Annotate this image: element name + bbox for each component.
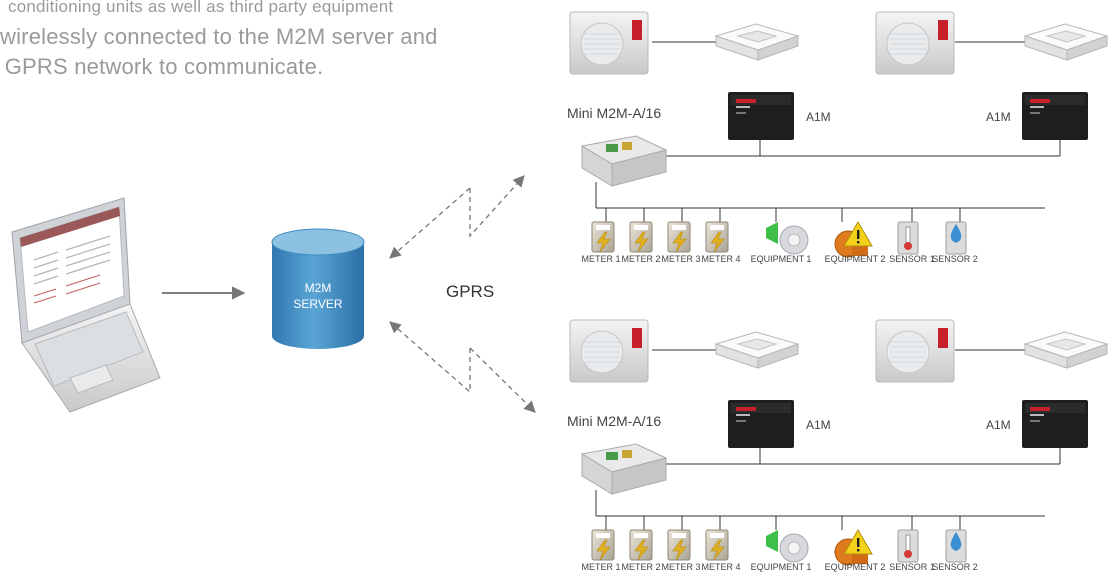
ceiling-cassette-icon (1023, 23, 1109, 61)
site-title: Mini M2M-A/16 (567, 105, 661, 121)
device-label: SENSOR 2 (932, 562, 978, 572)
site-2 (569, 319, 1109, 566)
m2m-server-icon (271, 228, 365, 349)
site-1 (569, 11, 1109, 258)
device-label: SENSOR 2 (932, 254, 978, 264)
device-label: EQUIPMENT 2 (825, 562, 886, 572)
a1m-controller-icon (728, 400, 794, 448)
ceiling-cassette-icon (714, 23, 800, 61)
m2m-panel-icon (580, 443, 668, 495)
a1m-controller-icon (1022, 92, 1088, 140)
server-label-line2: SERVER (293, 297, 342, 311)
outdoor-ac-unit-icon (875, 11, 955, 75)
ceiling-cassette-icon (1023, 331, 1109, 369)
sensor-1-icon (897, 529, 919, 563)
device-label: METER 4 (701, 254, 740, 264)
outdoor-ac-unit-icon (569, 319, 649, 383)
device-label: METER 2 (621, 562, 660, 572)
meter-4-icon (705, 529, 729, 561)
equipment-1-icon (766, 530, 809, 563)
server-label-line1: M2M (305, 281, 332, 295)
site-title: Mini M2M-A/16 (567, 413, 661, 429)
intro-line-2: wirelessly connected to the M2M server a… (0, 24, 438, 49)
a1m-controller-icon (1022, 400, 1088, 448)
device-label: METER 1 (581, 562, 620, 572)
device-label: METER 4 (701, 562, 740, 572)
equipment-2-icon (834, 221, 873, 258)
ceiling-cassette-icon (714, 331, 800, 369)
meter-1-icon (591, 221, 615, 253)
outdoor-ac-unit-icon (875, 319, 955, 383)
device-label: EQUIPMENT 2 (825, 254, 886, 264)
device-label: EQUIPMENT 1 (751, 254, 812, 264)
intro-line-3: e GPRS network to communicate. (0, 54, 324, 79)
device-label: METER 3 (661, 562, 700, 572)
meter-1-icon (591, 529, 615, 561)
meter-3-icon (667, 529, 691, 561)
device-label: METER 3 (661, 254, 700, 264)
meter-3-icon (667, 221, 691, 253)
a1m-controller-icon (728, 92, 794, 140)
intro-line-1: conditioning units as well as third part… (8, 0, 394, 16)
equipment-1-icon (766, 222, 809, 255)
sensor-2-icon (945, 529, 967, 563)
device-label: SENSOR 1 (889, 254, 935, 264)
device-label: SENSOR 1 (889, 562, 935, 572)
meter-2-icon (629, 529, 653, 561)
device-label: METER 1 (581, 254, 620, 264)
gprs-links (389, 175, 536, 413)
sensor-1-icon (897, 221, 919, 255)
controller-label: A1M (986, 418, 1011, 432)
m2m-panel-icon (580, 135, 668, 187)
meter-2-icon (629, 221, 653, 253)
controller-label: A1M (806, 110, 831, 124)
meter-4-icon (705, 221, 729, 253)
device-label: METER 2 (621, 254, 660, 264)
equipment-2-icon (834, 529, 873, 566)
outdoor-ac-unit-icon (569, 11, 649, 75)
controller-label: A1M (986, 110, 1011, 124)
controller-label: A1M (806, 418, 831, 432)
gprs-label: GPRS (446, 282, 494, 301)
sensor-2-icon (945, 221, 967, 255)
device-label: EQUIPMENT 1 (751, 562, 812, 572)
laptop-icon (11, 197, 161, 413)
intro-text: conditioning units as well as third part… (0, 0, 506, 82)
